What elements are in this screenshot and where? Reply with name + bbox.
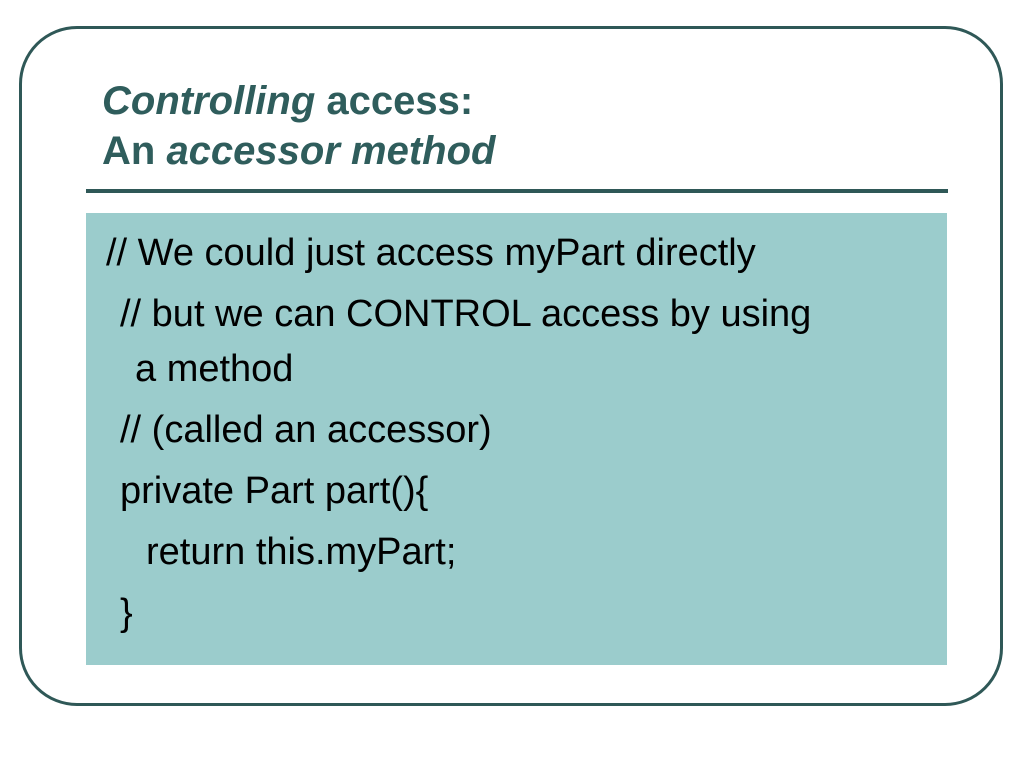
title-italic-phrase: accessor method	[166, 129, 496, 173]
title-italic-word: Controlling	[102, 79, 316, 123]
title-rest: access:	[315, 79, 474, 123]
title-divider	[86, 189, 948, 193]
code-line-5: return this.myPart;	[146, 531, 457, 573]
title-line-2: An accessor method	[102, 126, 495, 176]
code-line-4: private Part part(){	[120, 470, 429, 512]
code-line-6: }	[120, 592, 133, 634]
code-line-2-continued: a method	[135, 348, 294, 390]
code-line-3: // (called an accessor)	[120, 409, 492, 451]
code-line-1: // We could just access myPart directly	[106, 232, 756, 274]
code-panel: // We could just access myPart directly …	[86, 213, 947, 665]
title-prefix: An	[102, 129, 167, 173]
slide-title: Controlling access: An accessor method	[102, 76, 495, 176]
title-line-1: Controlling access:	[102, 76, 495, 126]
code-line-2: // but we can CONTROL access by using	[120, 293, 812, 335]
